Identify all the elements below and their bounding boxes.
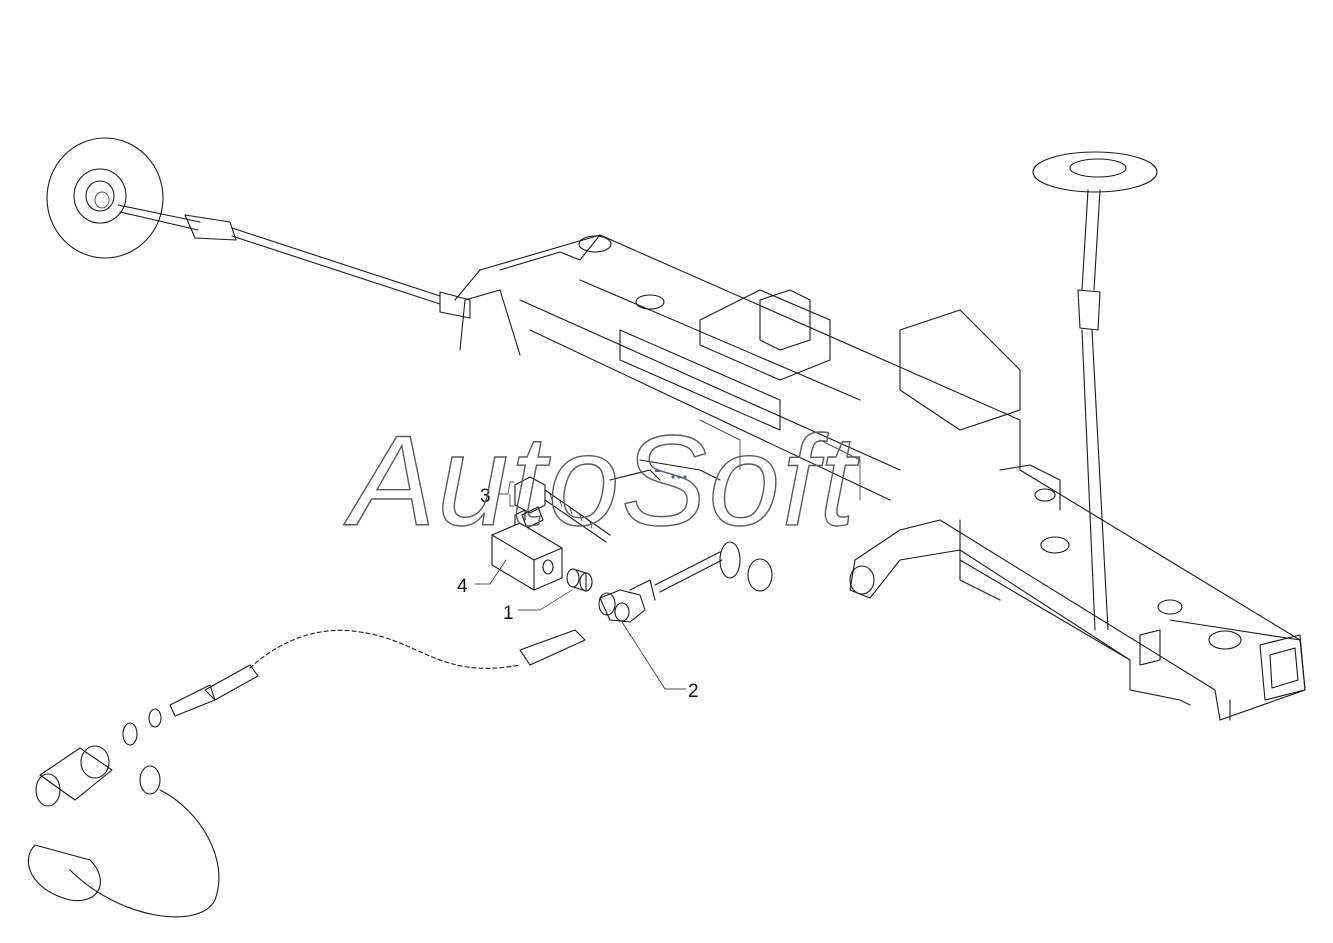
callout-2: 2 [688, 681, 699, 702]
hose-assembly [122, 629, 586, 746]
part-1-adapter [566, 568, 593, 592]
part-4-block [491, 509, 563, 591]
part-3-valve [514, 476, 611, 543]
left-disc-assembly [46, 137, 471, 319]
leader-lines [474, 481, 687, 690]
quick-coupler [27, 745, 220, 918]
main-frame [454, 234, 1306, 721]
callout-4: 4 [457, 576, 468, 597]
watermark-text: AutoSoft [343, 410, 859, 553]
part-2-elbow [598, 579, 656, 623]
highlight-marks [655, 470, 687, 479]
pipe-line [609, 459, 773, 593]
callout-1: 1 [503, 603, 514, 624]
callout-labels: 3 4 1 2 [457, 486, 699, 702]
right-disc-assembly [1032, 151, 1158, 631]
callout-3: 3 [480, 486, 491, 507]
